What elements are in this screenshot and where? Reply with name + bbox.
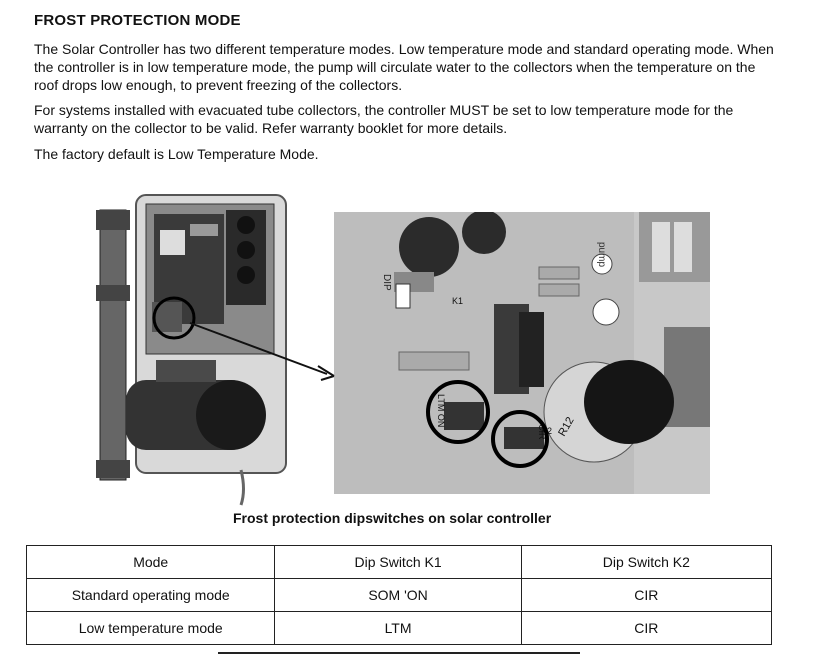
warranty-paragraph: For systems installed with evacuated tub…: [34, 102, 734, 136]
pcb-label-cir: CIR: [537, 424, 547, 440]
table-header-k1: Dip Switch K1: [274, 545, 522, 579]
table-cell: CIR: [520, 578, 773, 612]
pcb-label-ltm-on: LTM ON: [436, 394, 446, 427]
table-header-mode: Mode: [25, 545, 276, 579]
figure-caption: Frost protection dipswitches on solar co…: [233, 510, 552, 526]
table-header-row: Mode Dip Switch K1 Dip Switch K2: [25, 545, 773, 579]
page-heading: FROST PROTECTION MODE: [34, 12, 241, 29]
intro-paragraph: The Solar Controller has two different t…: [34, 41, 774, 93]
default-paragraph: The factory default is Low Temperature M…: [34, 146, 319, 162]
controller-photo: [96, 190, 296, 510]
table-cell: Standard operating mode: [25, 578, 276, 612]
pcb-label-pump: pump: [596, 242, 607, 267]
pcb-closeup-photo: pump DIP LTM ON CIR K1 K2 R12: [334, 212, 710, 494]
table-row: Standard operating mode SOM 'ON CIR: [25, 578, 773, 612]
table-header-k2: Dip Switch K2: [520, 545, 773, 579]
footer-divider: [218, 652, 580, 654]
mode-table: Mode Dip Switch K1 Dip Switch K2 Standar…: [25, 545, 773, 645]
table-cell: LTM: [274, 611, 522, 645]
pcb-label-dip: DIP: [381, 274, 392, 291]
table-cell: CIR: [520, 611, 773, 645]
table-row: Low temperature mode LTM CIR: [25, 611, 773, 645]
pcb-label-k1: K1: [452, 296, 463, 306]
table-cell: Low temperature mode: [25, 611, 276, 645]
table-cell: SOM 'ON: [274, 578, 522, 612]
